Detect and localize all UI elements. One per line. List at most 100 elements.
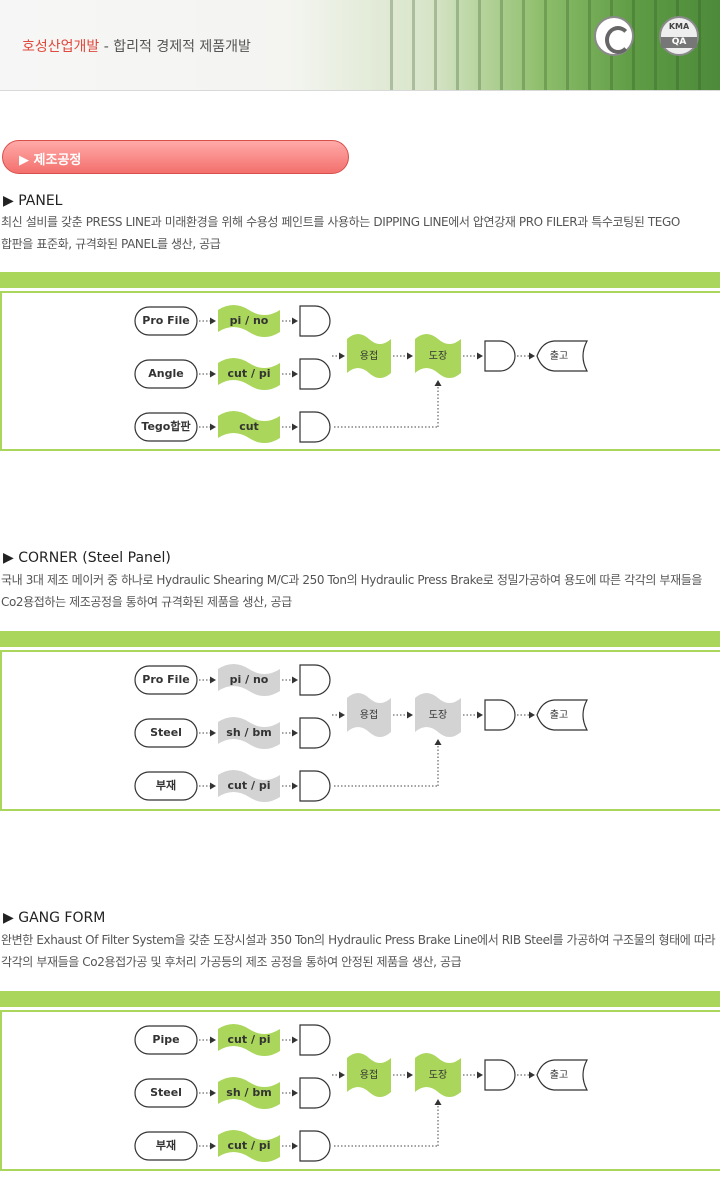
process-node (218, 664, 280, 696)
section-heading-panel: ▶ PANEL (3, 193, 63, 209)
arrow-head-icon (339, 711, 345, 719)
arrow-head-icon (292, 782, 298, 790)
section-desc-gangform: 완변한 Exhaust Of Filter System을 갖춘 도장시설과 3… (1, 929, 719, 973)
arrow-head-icon (477, 352, 483, 360)
delay-node (484, 699, 516, 731)
desc-line: 각각의 부재들을 Co2용접가공 및 후처리 가공등의 제조 공정을 통하여 안… (1, 955, 462, 969)
diagram-header-bar (0, 631, 720, 647)
input-node (134, 1131, 198, 1161)
desc-line: 최신 설비를 갖춘 PRESS LINE과 미래환경을 위해 수용성 페인트를 … (1, 215, 680, 229)
input-label: Steel (150, 1086, 182, 1099)
section-pill: ▶ 제조공정 (2, 140, 349, 174)
process-label: cut / pi (228, 779, 271, 792)
input-node (134, 1078, 198, 1108)
section-pill-label: ▶ 제조공정 (19, 153, 82, 168)
arrow-head-icon (292, 676, 298, 684)
arrow-head-icon (210, 423, 216, 431)
arrow-head-icon (339, 352, 345, 360)
header-banner: 호성산업개발 - 합리적 경제적 제품개발 KMA QA (0, 0, 720, 91)
arrow-head-icon (292, 729, 298, 737)
output-label: 출고 (550, 709, 568, 721)
delay-node (299, 1024, 331, 1056)
page-subtitle: - 합리적 경제적 제품개발 (99, 39, 251, 55)
arrow-head-icon (210, 782, 216, 790)
welding-node (347, 334, 391, 378)
logo-qa-text: QA (661, 37, 697, 48)
process-label: cut / pi (228, 367, 271, 380)
input-node (134, 359, 198, 389)
diagram-header-bar (0, 991, 720, 1007)
input-node (134, 306, 198, 336)
process-label: sh / bm (226, 1086, 271, 1099)
delay-node (299, 664, 331, 696)
arrow-head-icon (529, 352, 535, 360)
kma-qa-logo-icon: KMA QA (659, 16, 699, 56)
process-node (218, 1024, 280, 1056)
painting-label: 도장 (429, 709, 447, 721)
painting-node (415, 334, 461, 378)
process-label: cut (239, 420, 259, 433)
arrow-head-icon (434, 1099, 442, 1105)
section-desc-panel: 최신 설비를 갖춘 PRESS LINE과 미래환경을 위해 수용성 페인트를 … (1, 211, 719, 255)
welding-label: 용접 (360, 350, 378, 362)
arrow-head-icon (477, 711, 483, 719)
painting-node (415, 1053, 461, 1097)
input-node (134, 665, 198, 695)
painting-label: 도장 (429, 1069, 447, 1081)
delay-node (299, 358, 331, 390)
arrow-head-icon (210, 317, 216, 325)
input-label: Tego합판 (141, 419, 190, 433)
welding-label: 용접 (360, 1069, 378, 1081)
input-node (134, 1025, 198, 1055)
logo-kma-text: KMA (668, 22, 690, 31)
arrow-head-icon (292, 1036, 298, 1044)
arrow-head-icon (210, 1036, 216, 1044)
welding-node (347, 1053, 391, 1097)
arrow-head-icon (529, 1071, 535, 1079)
section-heading-corner: ▶ CORNER (Steel Panel) (3, 550, 171, 566)
process-node (218, 411, 280, 443)
process-label: cut / pi (228, 1033, 271, 1046)
arrow-head-icon (292, 317, 298, 325)
input-label: Pipe (152, 1033, 179, 1046)
arrow-head-icon (434, 380, 442, 386)
input-node (134, 412, 198, 442)
desc-line: 완변한 Exhaust Of Filter System을 갖춘 도장시설과 3… (1, 933, 716, 947)
process-node (218, 1130, 280, 1162)
input-node (134, 771, 198, 801)
delay-node (484, 1059, 516, 1091)
process-label: pi / no (230, 673, 269, 686)
input-label: 부재 (156, 778, 176, 792)
output-node (536, 340, 588, 372)
process-node (218, 1077, 280, 1109)
desc-line: Co2용접하는 제조공정을 통하여 규격화된 제품을 생산, 공급 (1, 595, 292, 609)
delay-node (299, 1130, 331, 1162)
input-node (134, 718, 198, 748)
arrow-head-icon (339, 1071, 345, 1079)
input-label: Steel (150, 726, 182, 739)
section-heading-gangform: ▶ GANG FORM (3, 910, 106, 926)
input-label: 부재 (156, 1138, 176, 1152)
welding-label: 용접 (360, 709, 378, 721)
painting-label: 도장 (429, 350, 447, 362)
delay-node (299, 411, 331, 443)
arrow-head-icon (529, 711, 535, 719)
process-label: cut / pi (228, 1139, 271, 1152)
company-logo-icon (594, 16, 634, 56)
arrow-head-icon (292, 1089, 298, 1097)
output-label: 출고 (550, 350, 568, 362)
delay-node (484, 340, 516, 372)
input-label: Pro File (142, 673, 189, 686)
output-node (536, 1059, 588, 1091)
section-desc-corner: 국내 3대 제조 메이커 중 하나로 Hydraulic Shearing M/… (1, 569, 719, 613)
process-label: pi / no (230, 314, 269, 327)
diagram-header-bar (0, 272, 720, 288)
arrow-head-icon (477, 1071, 483, 1079)
desc-line: 국내 3대 제조 메이커 중 하나로 Hydraulic Shearing M/… (1, 573, 702, 587)
brand-name[interactable]: 호성산업개발 (22, 39, 100, 55)
